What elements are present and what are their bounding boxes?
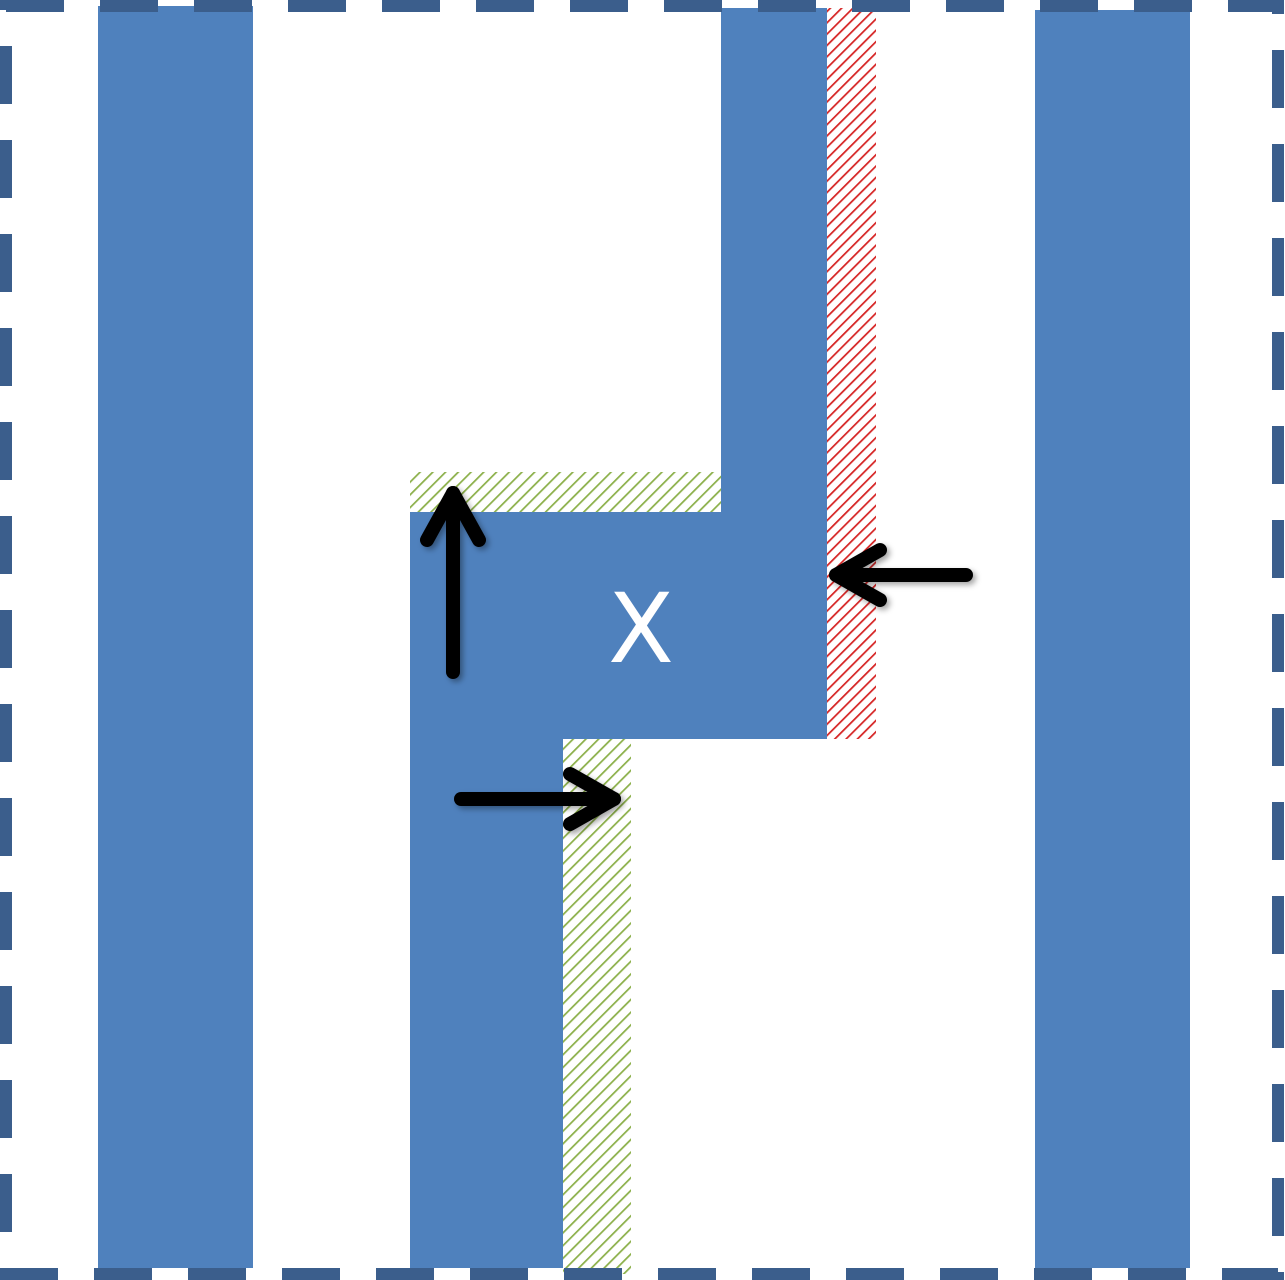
arrow-left bbox=[829, 543, 973, 607]
left-column bbox=[98, 6, 253, 1268]
shape-x bbox=[410, 8, 827, 1268]
arrow-up bbox=[420, 486, 486, 679]
hatched-region-red bbox=[827, 8, 876, 739]
arrow-right bbox=[454, 767, 621, 831]
shape-x-label: X bbox=[608, 573, 674, 685]
right-column bbox=[1035, 10, 1190, 1268]
